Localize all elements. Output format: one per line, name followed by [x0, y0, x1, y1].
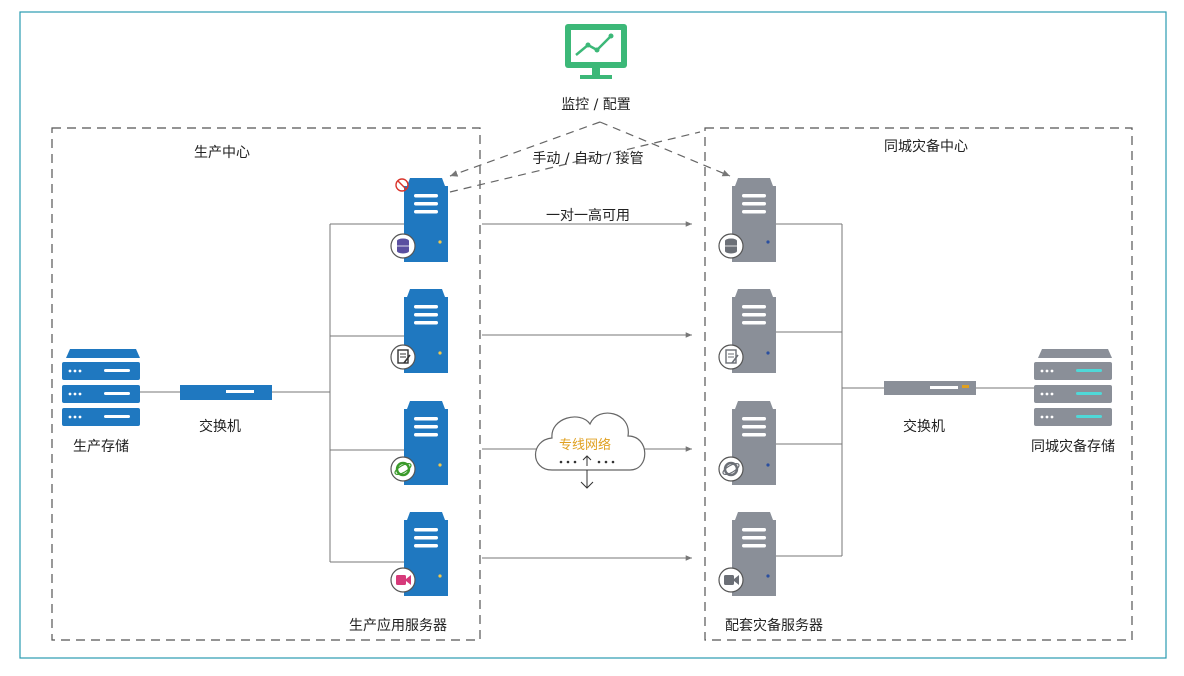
dr-server-3: [718, 401, 776, 485]
production-switch-icon: [180, 385, 272, 400]
database-icon: [390, 233, 416, 259]
video-camera-icon: [718, 567, 744, 593]
takeover-label: 手动 / 自动 / 接管: [532, 151, 644, 167]
production-center-region: [51, 127, 481, 641]
dr-storage-icon: [1034, 349, 1112, 426]
production-server-1: [390, 178, 448, 262]
ha-arrows: [482, 221, 692, 561]
dr-switch-label: 交换机: [903, 419, 945, 435]
outer-frame: [19, 11, 1167, 659]
production-server-3: [390, 401, 448, 485]
production-switch-label: 交换机: [199, 419, 241, 435]
takeover-dashed-links: [449, 121, 731, 193]
blocked-icon: [395, 178, 409, 192]
production-storage-label: 生产存储: [73, 439, 129, 455]
ie-browser-icon: [390, 456, 416, 482]
database-icon: [718, 233, 744, 259]
dr-servers-label: 配套灾备服务器: [725, 618, 823, 634]
leased-line-cloud-icon: [535, 412, 646, 489]
network-label: 专线网络: [558, 438, 612, 453]
dr-server-4: [718, 512, 776, 596]
video-camera-icon: [390, 567, 416, 593]
production-server-2: [390, 289, 448, 373]
dr-switch-icon: [884, 381, 976, 395]
ie-browser-icon: [718, 456, 744, 482]
ha-label: 一对一高可用: [546, 208, 630, 224]
dr-center-title: 同城灾备中心: [884, 139, 968, 155]
network-links: [140, 223, 1034, 563]
production-server-4: [390, 512, 448, 596]
monitor-icon: [565, 24, 627, 79]
dr-server-1: [718, 178, 776, 262]
production-servers-label: 生产应用服务器: [349, 618, 447, 634]
document-icon: [718, 344, 744, 370]
production-center-title: 生产中心: [194, 145, 250, 161]
monitor-label: 监控 / 配置: [561, 97, 631, 113]
dr-center-region: [704, 127, 1133, 641]
dr-server-2: [718, 289, 776, 373]
dr-storage-label: 同城灾备存储: [1031, 439, 1115, 455]
production-storage-icon: [62, 349, 140, 426]
document-icon: [390, 344, 416, 370]
